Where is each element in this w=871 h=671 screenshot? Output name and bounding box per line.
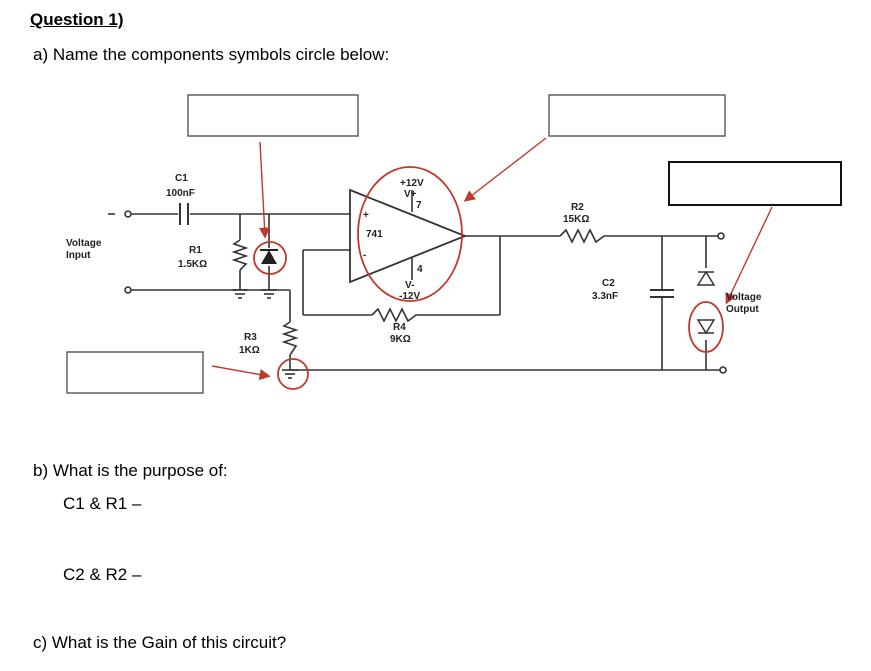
arrow-box4-to-ground [211,365,271,381]
label-vplus: V+ [404,189,417,200]
resistor-r4 [371,307,430,323]
answer-box-2[interactable] [548,94,726,137]
label-opamp: 741 [366,229,383,240]
highlight-circle-ground [277,358,309,390]
part-b-item-c2-r2: C2 & R2 – [63,565,142,584]
highlight-circle-zener [253,241,287,275]
label-c1-value: 100nF [166,188,195,199]
label-r1-value: 1.5KΩ [178,259,207,270]
label-r4-value: 9KΩ [390,334,411,345]
part-a-prompt: a) Name the components symbols circle be… [33,45,390,64]
arrow-box2-to-opamp [463,137,547,202]
label-vminus-supply: -12V [399,291,420,302]
answer-box-1[interactable] [187,94,359,137]
resistor-r2 [559,228,605,244]
answer-box-3[interactable] [668,161,842,206]
highlight-circle-output-zener [688,301,724,353]
answer-box-4[interactable] [66,351,204,394]
label-r2-name: R2 [571,202,584,213]
label-output-2: Output [726,304,759,315]
label-r3-value: 1KΩ [239,345,260,356]
label-plus-sign: + [363,210,369,221]
label-r2-value: 15KΩ [563,214,589,225]
capacitor-c1 [179,203,189,225]
resistor-r3 [281,321,299,356]
label-r1-name: R1 [189,245,202,256]
ground-symbol-zener [261,289,277,299]
ground-symbol-r1 [232,289,248,299]
label-c1-name: C1 [175,173,188,184]
label-output-1: Voltage [726,292,762,303]
part-b-prompt: b) What is the purpose of: [33,461,228,480]
label-c2-value: 3.3nF [592,291,618,302]
part-b-item-c1-r1: C1 & R1 – [63,494,142,513]
label-pin4: 4 [417,264,423,275]
arrow-box1-to-zener [258,141,271,239]
zener-diode-input [260,249,278,264]
label-vminus: V- [405,280,414,291]
part-c-prompt: c) What is the Gain of this circuit? [33,633,287,652]
label-r3-name: R3 [244,332,257,343]
label-input-1: Voltage [66,238,102,249]
resistor-r1 [231,239,249,271]
zener-diode-output-1 [696,270,716,286]
label-vplus-supply: +12V [400,178,424,189]
question-title: Question 1) [30,10,124,29]
op-amp-741 [349,188,468,284]
arrow-box3-to-output-zener [725,206,773,305]
label-r4-name: R4 [393,322,406,333]
ground-symbol-r3 [282,369,298,379]
label-minus-sign: - [363,250,366,261]
capacitor-c2 [650,289,674,298]
highlight-circle-opamp [357,166,463,302]
label-input-2: Input [66,250,91,261]
label-c2-name: C2 [602,278,615,289]
zener-diode-output-2 [696,319,716,335]
label-pin7: 7 [416,200,422,211]
